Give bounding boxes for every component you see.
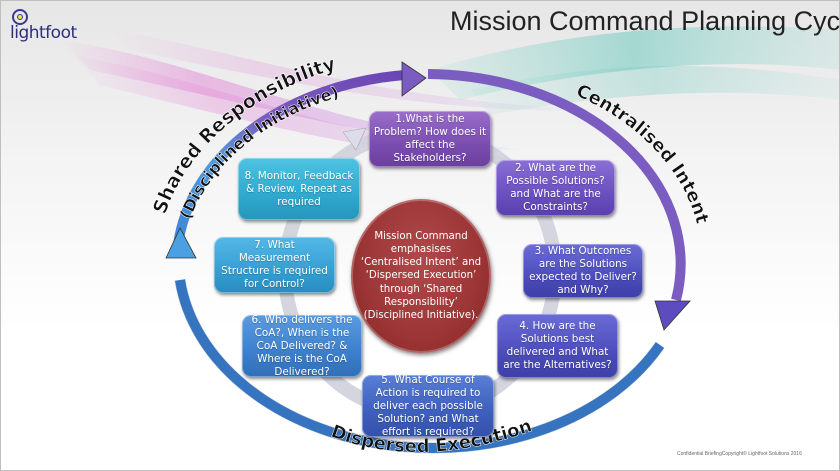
footer-copyright: Confidential BriefingCopyright© Lightfoo…: [677, 451, 802, 457]
step-5-label: 5. What Course of Action is required to …: [373, 373, 483, 438]
outer-ring-top-left-arc: [173, 70, 406, 246]
step-8-box[interactable]: 8. Monitor, Feedback & Review. Repeat as…: [238, 158, 360, 220]
outer-ring-blue-arc: [175, 279, 665, 454]
step-4-label: 4. How are the Solutions best delivered …: [503, 320, 612, 371]
step-7-label: 7. What Measurement Structure is require…: [221, 239, 328, 290]
step-7-box[interactable]: 7. What Measurement Structure is require…: [214, 237, 335, 293]
page-title: Mission Command Planning Cycle: [450, 6, 840, 36]
step-6-box[interactable]: 6. Who delivers the CoA?, When is the Co…: [242, 313, 362, 378]
step-3-box[interactable]: 3. What Outcomes are the Solutions expec…: [523, 244, 643, 298]
right-arrowhead: [654, 300, 691, 331]
left-arrowhead: [165, 227, 197, 259]
step-5-box[interactable]: 5. What Course of Action is required to …: [362, 373, 494, 438]
pink-ribbon: [60, 30, 600, 165]
step-1-label: 1.What is the Problem? How does it affec…: [373, 113, 487, 164]
inner-ring-arrowhead: [342, 127, 367, 151]
step-2-label: 2. What are the Possible Solutions? and …: [506, 162, 605, 213]
step-6-label: 6. Who delivers the CoA?, When is the Co…: [251, 313, 353, 378]
step-4-box[interactable]: 4. How are the Solutions best delivered …: [497, 314, 618, 378]
lightfoot-logo: lightfoot: [10, 9, 77, 43]
step-3-label: 3. What Outcomes are the Solutions expec…: [529, 245, 637, 296]
center-mission-command-circle: Mission Command emphasises ‘Centralised …: [351, 199, 491, 353]
logo-target-icon: [12, 9, 28, 25]
step-2-box[interactable]: 2. What are the Possible Solutions? and …: [496, 160, 615, 216]
top-arrowhead: [401, 61, 427, 97]
step-8-label: 8. Monitor, Feedback & Review. Repeat as…: [244, 169, 354, 208]
center-text: Mission Command emphasises ‘Centralised …: [360, 231, 482, 321]
outer-ring-right-arc: [427, 69, 686, 302]
logo-text: lightfoot: [10, 23, 77, 43]
step-1-box[interactable]: 1.What is the Problem? How does it affec…: [369, 111, 491, 167]
